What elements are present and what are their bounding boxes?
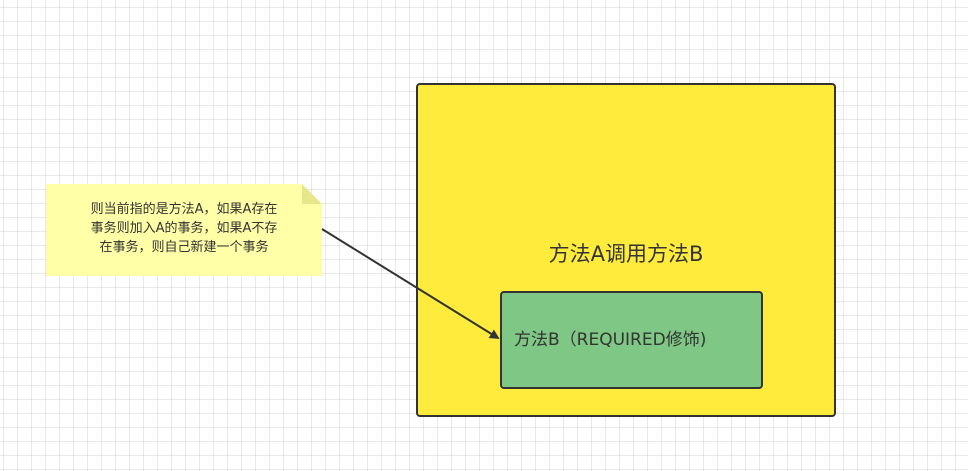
note-line: 则当前指的是方法A，如果A存在 bbox=[90, 202, 278, 217]
sticky-note[interactable]: 则当前指的是方法A，如果A存在 事务则加入A的事务，如果A不存 在事务，则自己新… bbox=[46, 184, 322, 276]
note-text: 则当前指的是方法A，如果A存在 事务则加入A的事务，如果A不存 在事务，则自己新… bbox=[56, 200, 312, 257]
method-b-box[interactable] bbox=[500, 291, 763, 389]
note-line: 事务则加入A的事务，如果A不存 bbox=[90, 221, 278, 236]
note-line: 在事务，则自己新建一个事务 bbox=[99, 240, 269, 255]
note-fold-corner bbox=[302, 184, 322, 204]
method-a-label: 方法A调用方法B bbox=[548, 242, 704, 266]
method-b-label: 方法B（REQUIRED修饰) bbox=[514, 330, 707, 350]
connector-line bbox=[321, 228, 500, 340]
note-shape bbox=[46, 184, 322, 276]
